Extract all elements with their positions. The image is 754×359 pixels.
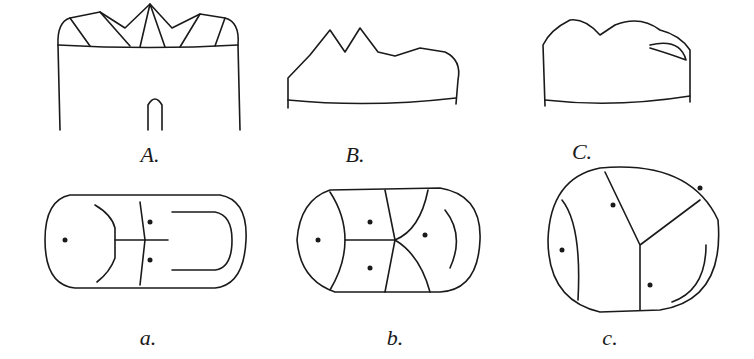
- tooth-side-b: [288, 28, 459, 108]
- tooth-side-a: [58, 4, 240, 130]
- cusp-dots: [63, 186, 703, 288]
- tooth-crown-c: [548, 167, 719, 312]
- figure-label: B.: [346, 142, 365, 168]
- figure-label: A.: [141, 142, 160, 168]
- figure-label: C.: [572, 139, 592, 165]
- tooth-crown-b: [297, 188, 480, 292]
- tooth-crown-a: [45, 195, 246, 288]
- tooth-side-c: [543, 20, 690, 106]
- figure-label: a.: [140, 325, 157, 351]
- figure-label: b.: [387, 325, 404, 351]
- figure-label: c.: [602, 325, 617, 351]
